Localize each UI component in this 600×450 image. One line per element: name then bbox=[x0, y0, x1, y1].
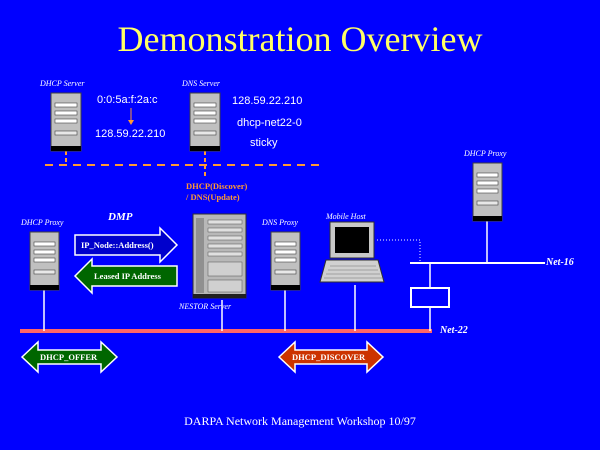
mac-to-ip-arrowhead bbox=[128, 120, 134, 125]
dhcp-proxy-right-label: DHCP Proxy bbox=[464, 149, 507, 158]
dns-proxy-icon bbox=[270, 231, 301, 291]
dns-server-icon bbox=[189, 92, 221, 152]
dns-hostname: dhcp-net22-0 bbox=[237, 117, 302, 129]
net22-label: Net-22 bbox=[440, 325, 468, 336]
mobile-host-label: Mobile Host bbox=[326, 212, 366, 221]
dhcp-proxy-right-icon bbox=[472, 162, 503, 222]
dhcp-server-icon bbox=[50, 92, 82, 152]
leased-ip-arrow bbox=[73, 257, 178, 295]
dmp-label: DMP bbox=[108, 211, 133, 223]
dhcp-offer-label: DHCP_OFFER bbox=[40, 352, 98, 362]
dhcp-proxy-left-label: DHCP Proxy bbox=[21, 218, 64, 227]
dhcp-offer-arrow bbox=[20, 340, 119, 374]
dns-update-text: / DNS(Update) bbox=[186, 192, 240, 202]
dns-server-label: DNS Server bbox=[182, 79, 220, 88]
dhcp-discover-text: DHCP(Discover) bbox=[186, 181, 248, 191]
mobile-dotted-link bbox=[377, 239, 421, 263]
leased-ip-arrow-label: Leased IP Address bbox=[94, 271, 161, 281]
ip-node-arrow-label: IP_Node::Address() bbox=[81, 240, 154, 250]
dns-proxy-label: DNS Proxy bbox=[262, 218, 298, 227]
nestor-server-icon bbox=[192, 213, 247, 299]
router-icon bbox=[410, 287, 450, 308]
dhcp-ip-address: 128.59.22.210 bbox=[95, 128, 166, 140]
dhcp-discover-arrow bbox=[277, 340, 385, 374]
dns-sticky: sticky bbox=[250, 137, 278, 149]
ip-node-arrow bbox=[74, 226, 179, 264]
nestor-server-label: NESTOR Server bbox=[179, 302, 232, 311]
dhcp-discover-label: DHCP_DISCOVER bbox=[292, 352, 366, 362]
laptop-icon bbox=[319, 221, 385, 283]
dhcp-mac-address: 0:0:5a:f:2a:c bbox=[97, 94, 158, 106]
slide-title: Demonstration Overview bbox=[117, 19, 483, 59]
dns-ip-address: 128.59.22.210 bbox=[232, 95, 303, 107]
dhcp-server-label: DHCP Server bbox=[40, 79, 85, 88]
net16-label: Net-16 bbox=[546, 257, 574, 268]
dhcp-proxy-left-icon bbox=[29, 231, 60, 291]
slide-footer: DARPA Network Management Workshop 10/97 bbox=[184, 414, 416, 428]
